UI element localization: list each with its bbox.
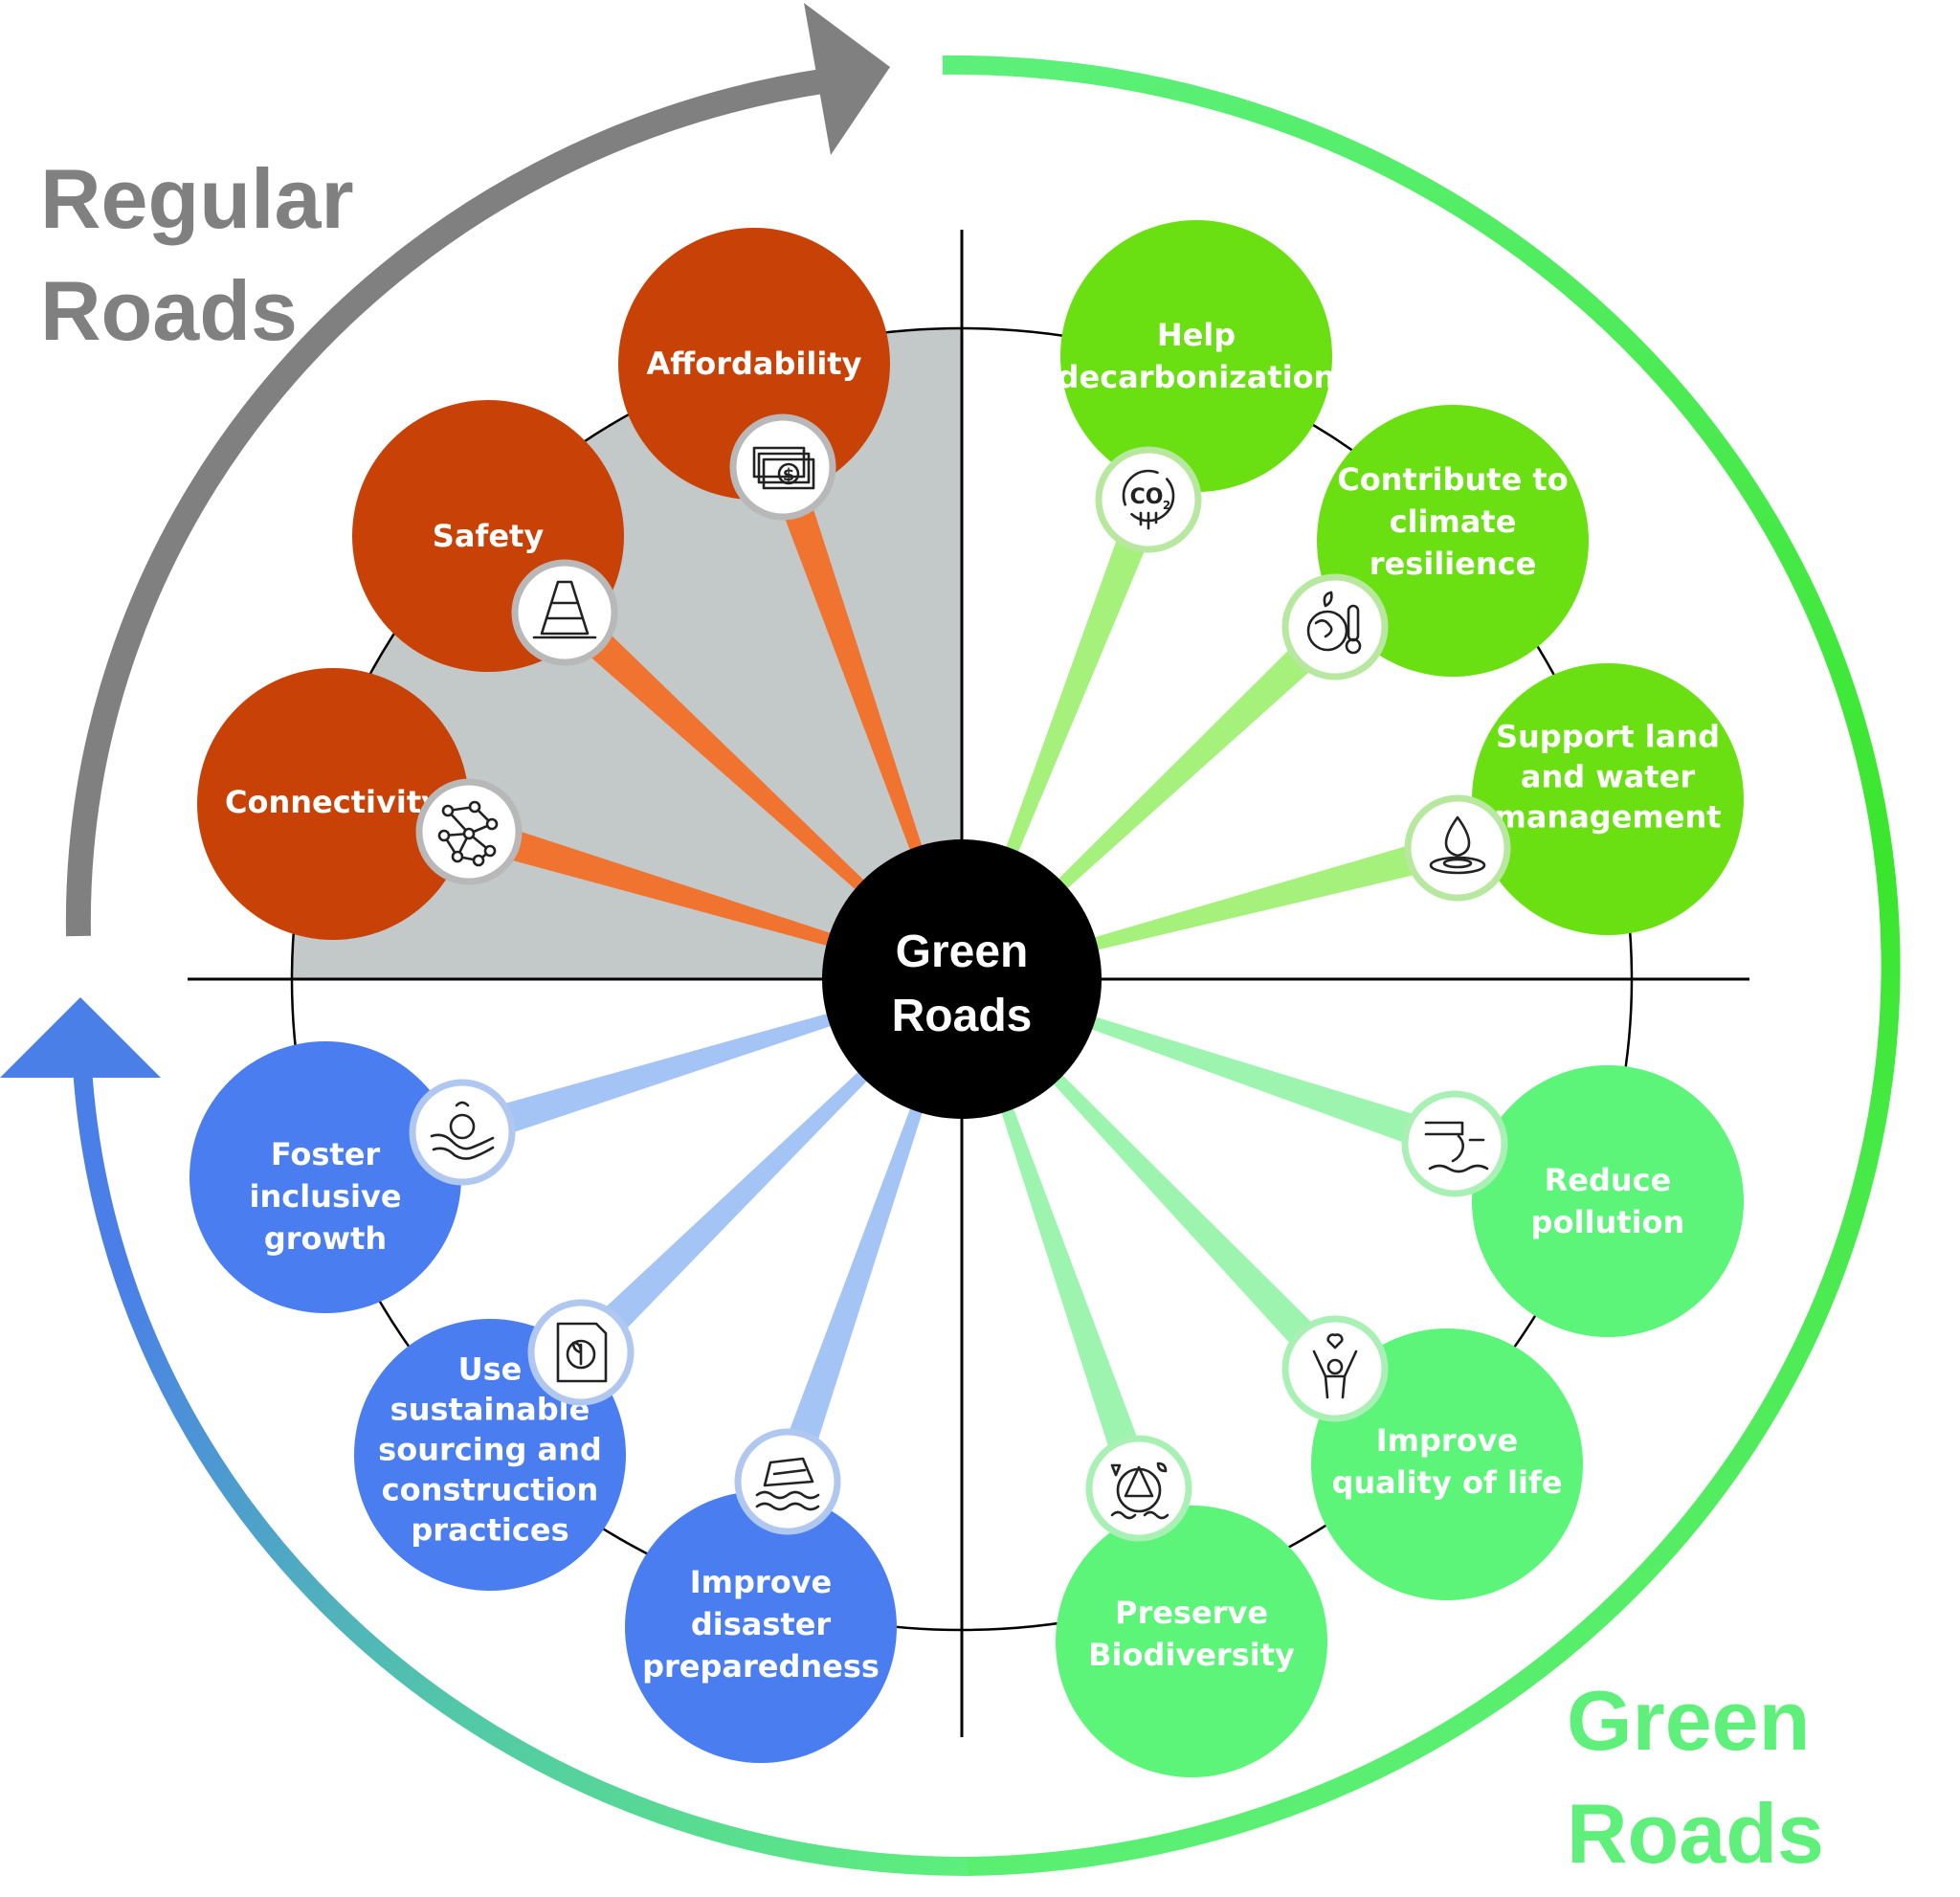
node-label: inclusive	[249, 1178, 401, 1215]
person-heart-icon	[1281, 1315, 1389, 1422]
node-label: practices	[411, 1512, 568, 1549]
center-hub	[822, 839, 1102, 1119]
node-label: Preserve	[1115, 1595, 1268, 1631]
node-label: Support land	[1496, 719, 1720, 755]
blue-arrowhead	[0, 997, 161, 1078]
node-climate: Contribute to climate resilience	[1281, 405, 1589, 681]
node-affordability: Affordability $	[618, 228, 890, 521]
regular-roads-title-line2: Roads	[40, 263, 298, 358]
node-inclusive: Foster inclusive growth	[189, 1041, 516, 1313]
node-label: Help	[1157, 317, 1236, 353]
node-circle	[189, 1041, 461, 1313]
node-label: Connectivity	[225, 784, 441, 820]
node-label: pollution	[1531, 1204, 1685, 1240]
node-label: Reduce	[1545, 1162, 1672, 1198]
pollution-pipe-icon	[1401, 1090, 1508, 1197]
center-label-line2: Roads	[892, 991, 1033, 1041]
climate-thermometer-icon	[1281, 573, 1389, 681]
node-label: Biodiversity	[1088, 1637, 1295, 1673]
node-disaster: Improve disaster preparedness	[625, 1428, 897, 1763]
node-connectivity: Connectivity	[197, 668, 523, 940]
svg-text:2: 2	[1163, 499, 1170, 512]
node-circle	[1060, 220, 1332, 492]
node-label: Foster	[271, 1136, 381, 1172]
water-drop-icon	[1404, 794, 1511, 902]
biodiversity-icon	[1085, 1435, 1192, 1542]
network-icon	[415, 778, 523, 885]
node-label: quality of life	[1331, 1464, 1562, 1501]
flooded-car-icon	[734, 1428, 841, 1535]
node-label: Improve	[690, 1564, 832, 1600]
node-label: and water	[1521, 759, 1696, 795]
node-label: Safety	[433, 518, 545, 554]
svg-text:CO: CO	[1130, 485, 1164, 509]
blue-to-green-arrow	[73, 1066, 968, 1877]
hands-together-icon	[409, 1079, 516, 1186]
regular-roads-arrow	[65, 68, 830, 937]
node-label: Contribute to	[1337, 461, 1568, 498]
node-safety: Safety	[352, 400, 624, 672]
node-quality: Improve quality of life	[1281, 1315, 1583, 1600]
money-icon: $	[729, 413, 836, 521]
svg-text:$: $	[783, 465, 795, 485]
node-label: climate	[1390, 503, 1517, 540]
node-circle	[1472, 663, 1744, 935]
node-label: resilience	[1370, 546, 1537, 582]
green-roads-title-line2: Roads	[1567, 1786, 1824, 1881]
node-circle	[625, 1491, 897, 1763]
node-circle	[1472, 1065, 1744, 1337]
node-pollution: Reduce pollution	[1401, 1065, 1744, 1337]
node-circle	[1056, 1506, 1327, 1777]
traffic-cone-icon	[511, 559, 618, 666]
regular-roads-title-line1: Regular	[40, 151, 354, 246]
center-label-line1: Green	[896, 926, 1029, 977]
node-label: preparedness	[642, 1648, 880, 1685]
node-label: Affordability	[647, 346, 862, 382]
regular-roads-arrowhead	[804, 3, 890, 155]
node-label: construction	[382, 1472, 599, 1508]
green-roads-arrow	[942, 55, 1901, 1876]
node-land-water: Support land and water management	[1404, 663, 1744, 935]
node-label: Use	[458, 1351, 523, 1388]
node-label: growth	[264, 1220, 387, 1257]
node-label: sourcing and	[378, 1432, 602, 1468]
node-circle	[197, 668, 469, 940]
node-label: Improve	[1376, 1422, 1518, 1459]
sustainable-document-icon	[527, 1299, 635, 1406]
node-label: decarbonization	[1058, 359, 1336, 395]
node-label: disaster	[691, 1606, 832, 1642]
node-label: management	[1494, 799, 1721, 836]
green-roads-title-line1: Green	[1567, 1673, 1810, 1768]
